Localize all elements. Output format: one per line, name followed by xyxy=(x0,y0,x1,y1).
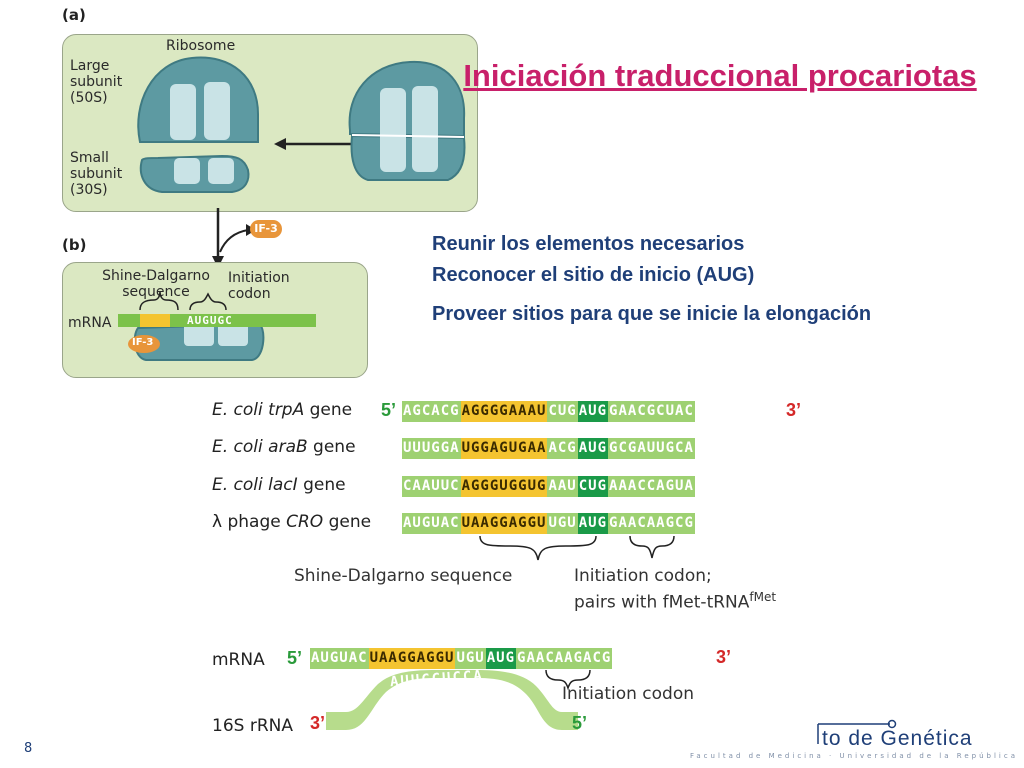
codon-sequence-b: AUGUGC xyxy=(187,314,233,327)
institute-logo: to de Genética xyxy=(822,727,973,750)
panel-a-letter: (a) xyxy=(62,6,86,24)
ribosome-illustration xyxy=(137,56,466,193)
sequence-segment: UGGAGUGAA xyxy=(460,438,548,459)
sequence-segment: AUGUAC xyxy=(310,648,369,669)
sequence-segment: CAAUUC xyxy=(402,476,461,497)
sequence-segment: UAAGGAGGU xyxy=(368,648,456,669)
gene-trpA-5prime: 5’ xyxy=(381,400,397,420)
bullet-2: Reconocer el sitio de inicio (AUG) xyxy=(432,264,755,286)
initiation-codon-caption: Initiation codon; pairs with fMet-tRNAfM… xyxy=(574,566,777,613)
sequence-segment: GCGAUUGCA xyxy=(608,438,695,459)
mrna-binding-illustration xyxy=(118,291,316,361)
if3-badge: IF-3 xyxy=(250,220,282,238)
sequence-segment: AAU xyxy=(547,476,578,497)
if3-bound-label: IF-3 xyxy=(132,337,154,348)
gene-label-araB: E. coli araB gene xyxy=(212,437,356,457)
rrna-strand-shape xyxy=(326,670,578,730)
gene-label-lacI: E. coli lacI gene xyxy=(212,475,346,495)
sequence-segment: GAACAAGACG xyxy=(516,648,613,669)
sequence-segment: AUG xyxy=(577,513,609,534)
sequence-segment: AUG xyxy=(485,648,517,669)
bullet-1: Reunir los elementos necesarios xyxy=(432,233,745,255)
sequence-segment: UGU xyxy=(455,648,486,669)
sequence-segment: AUGUAC xyxy=(402,513,461,534)
sequence-segment: AGGGUGGUG xyxy=(460,476,548,497)
rrna-label: 16S rRNA xyxy=(212,716,293,736)
sequence-segment: UUUGGA xyxy=(402,438,461,459)
sequence-segment: GAACAAGCG xyxy=(608,513,695,534)
sequence-segment: UGU xyxy=(547,513,578,534)
if3-release-arrow xyxy=(212,208,256,268)
double-arrow-icon xyxy=(274,138,364,150)
initiation-codon-bottom-label: Initiation codon xyxy=(562,684,694,704)
sequence-segment: ACG xyxy=(547,438,578,459)
bottom-codon-brace xyxy=(545,669,591,690)
sequence-segment: AGCACG xyxy=(402,401,461,422)
mrna-label-bottom: mRNA xyxy=(212,650,265,670)
sequence-segment: CUG xyxy=(577,476,609,497)
sequence-segment: AUG xyxy=(577,438,609,459)
bullet-3: Proveer sitios para que se inicie la elo… xyxy=(432,303,872,325)
page-number: 8 xyxy=(24,741,33,756)
small-subunit-shape xyxy=(139,154,250,193)
assembled-ribosome-shape xyxy=(348,60,466,181)
sequence-braces xyxy=(479,535,675,561)
mrna-label-b: mRNA xyxy=(68,315,112,331)
sequence-segment: CUG xyxy=(547,401,578,422)
gene-label-cro: λ phage CRO gene xyxy=(212,512,372,532)
large-subunit-shape xyxy=(137,56,259,143)
sequence-segment: AGGGGAAAU xyxy=(460,401,548,422)
logo-mark-icon xyxy=(817,719,897,744)
sequence-segment: GAACGCUAC xyxy=(608,401,695,422)
institution-subtitle: Facultad de Medicina · Universidad de la… xyxy=(690,752,1018,760)
rrna-3prime: 3’ xyxy=(310,713,326,733)
ribosome-label: Ribosome xyxy=(166,38,236,54)
sequence-segment: AUG xyxy=(577,401,609,422)
sequence-segment: AAACCAGUA xyxy=(608,476,695,497)
gene-trpA-3prime: 3’ xyxy=(786,400,802,420)
panel-b-letter: (b) xyxy=(62,236,87,254)
gene-label-trpA: E. coli trpA gene xyxy=(212,400,353,420)
mrna-5prime: 5’ xyxy=(287,648,303,668)
shine-dalgarno-caption: Shine-Dalgarno sequence xyxy=(294,566,513,586)
slide-title: Iniciación traduccional procariotas xyxy=(463,58,977,93)
rrna-5prime: 5’ xyxy=(572,713,588,733)
sequence-segment: UAAGGAGGU xyxy=(460,513,548,534)
mrna-3prime: 3’ xyxy=(716,647,732,667)
